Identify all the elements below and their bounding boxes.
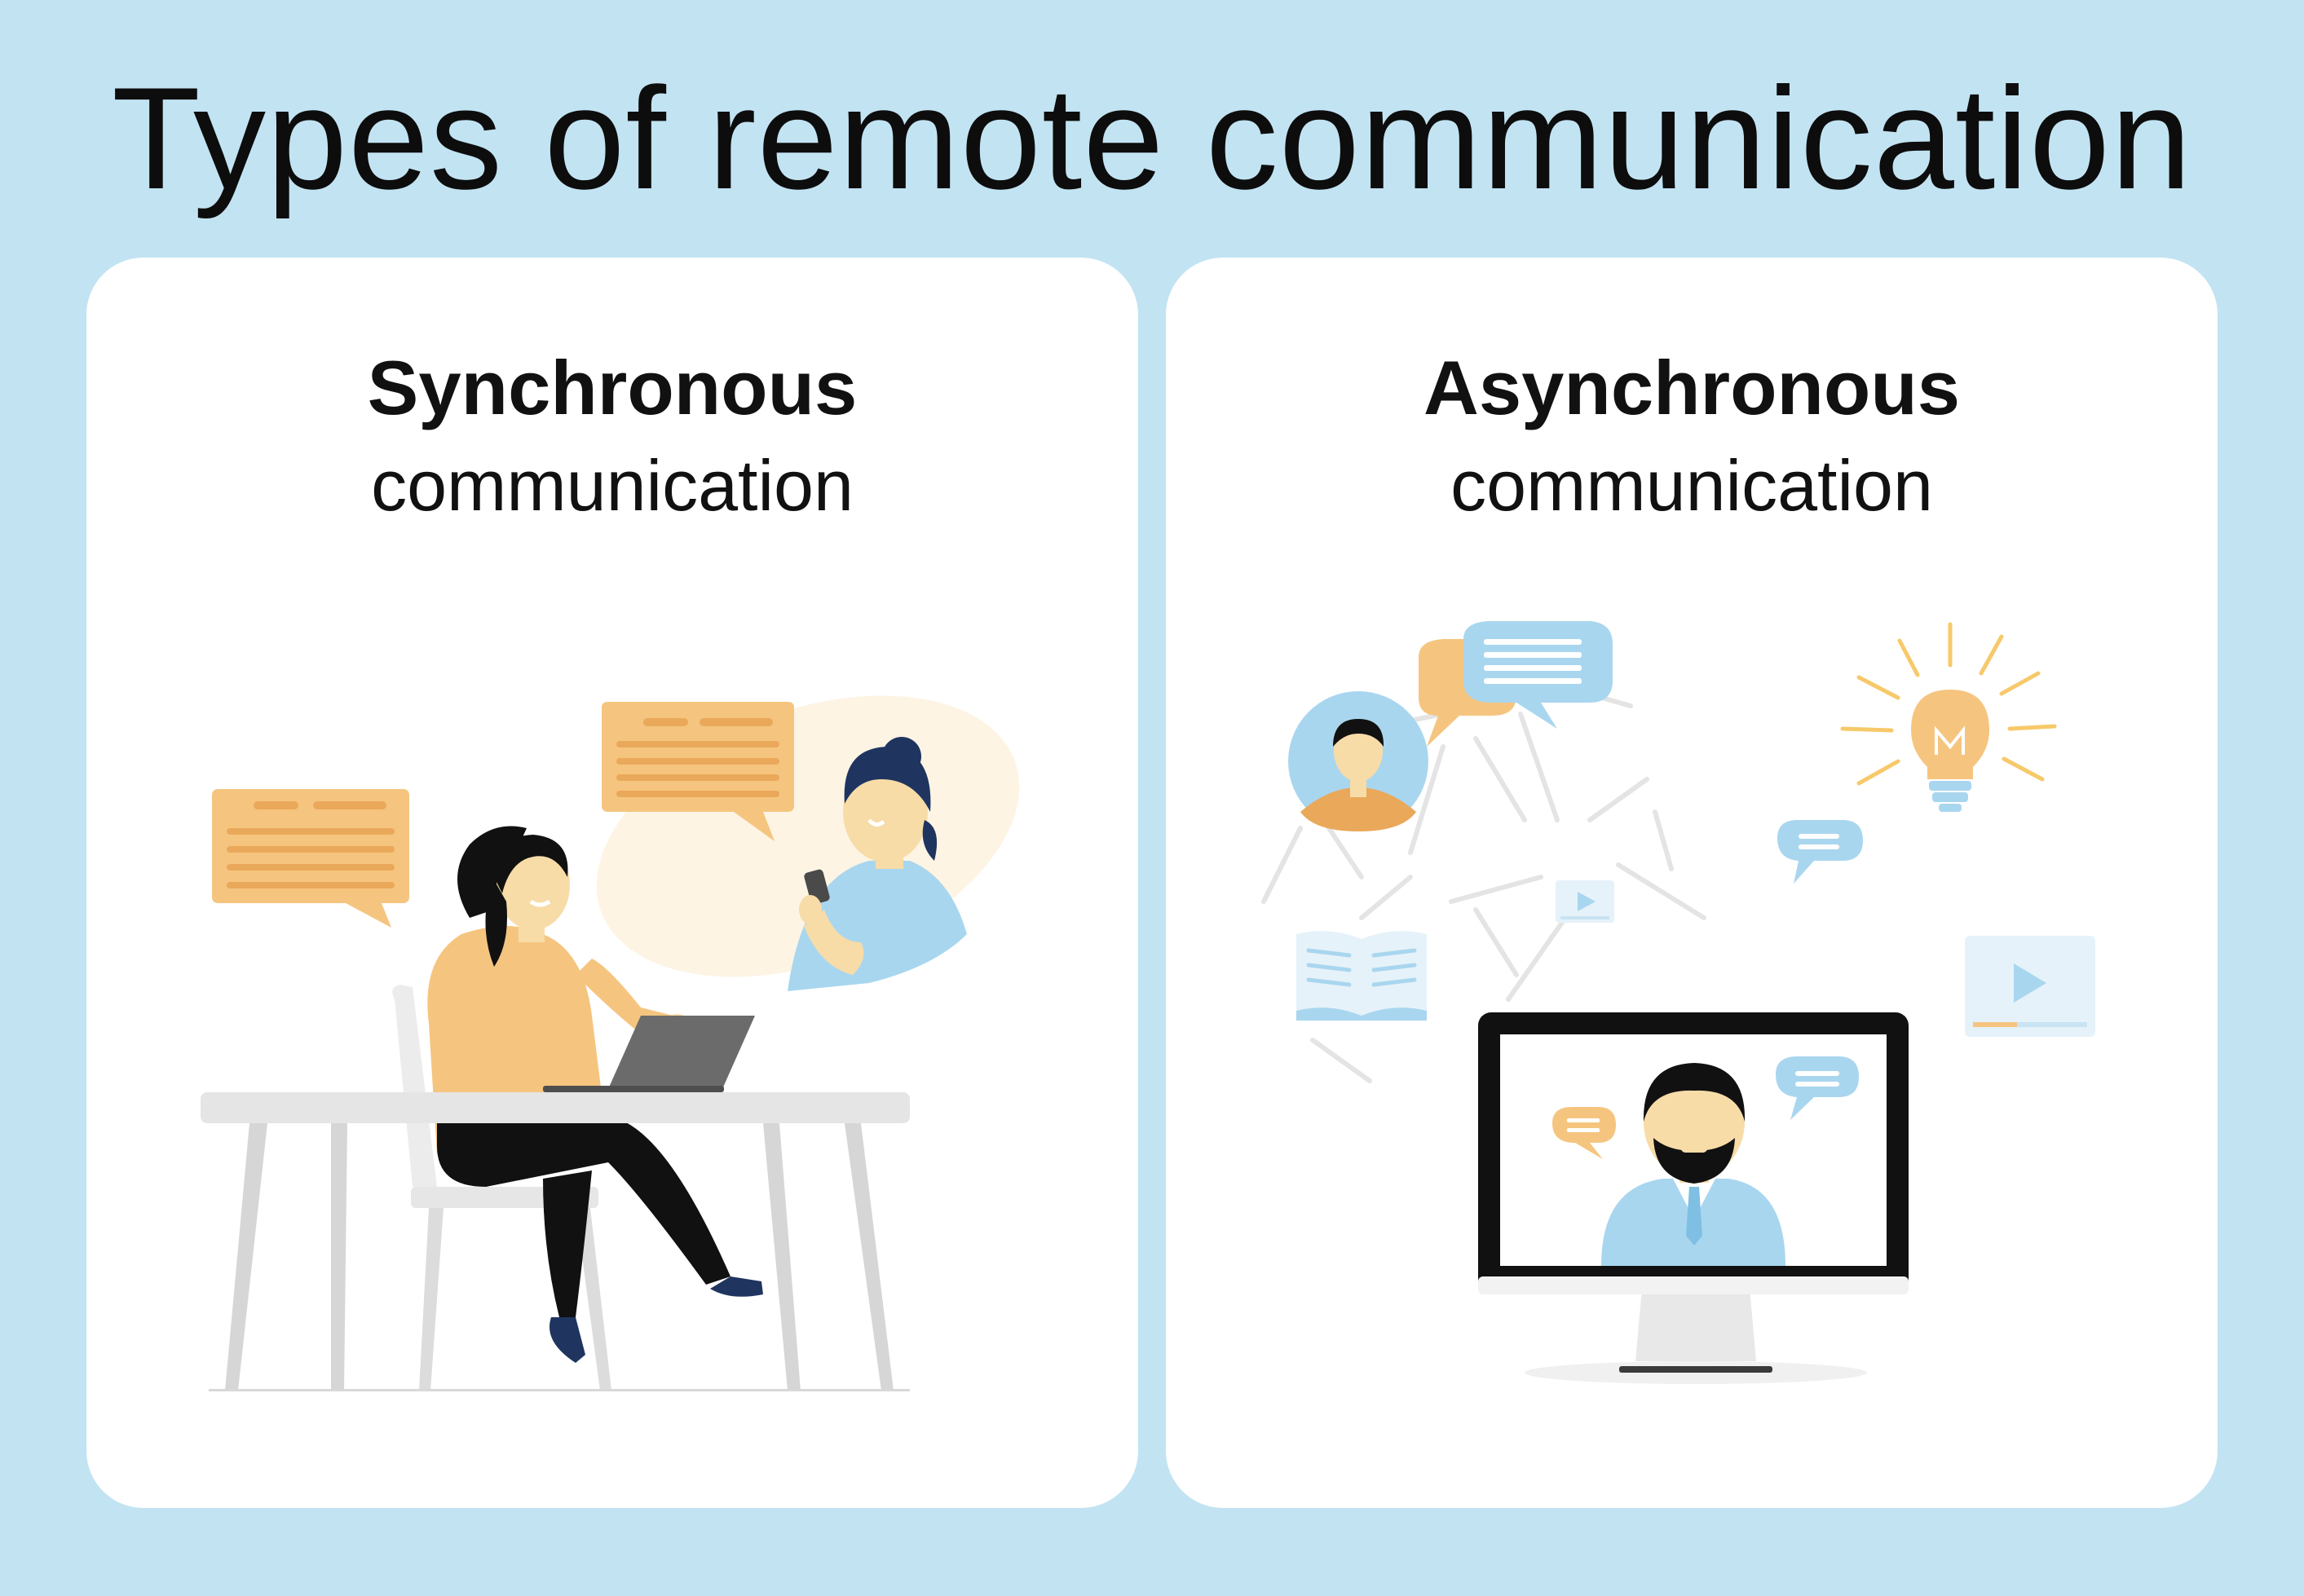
woman-video-call-illustration [201,695,1020,1391]
synchronous-heading: Synchronous [367,345,858,430]
synchronous-card: Synchronous communication [86,258,1138,1508]
book-icon [1296,931,1427,1021]
network-lines [1261,687,1886,1124]
user-avatar-icon [1288,691,1428,831]
small-video-icon [1556,880,1614,923]
asynchronous-heading: Asynchronous [1423,345,1961,430]
synchronous-subheading: communication [371,445,854,526]
chat-bubble-middle-icon [1777,820,1863,884]
video-player-icon [1965,936,2095,1037]
screen-chat-bubble-orange-icon [1552,1107,1616,1159]
laptop-icon [543,1016,755,1092]
asynchronous-card: Asynchronous communication [1166,258,2218,1508]
video-caller-avatar-icon [1601,1063,1785,1266]
woman-speech-bubble-icon [212,789,409,928]
lightbulb-icon [1840,622,2057,812]
caller-avatar-icon [788,737,967,991]
async-network-illustration [1261,621,2095,1384]
chat-bubbles-top-icon [1419,621,1613,747]
screen-chat-bubble-blue-icon [1776,1056,1859,1120]
asynchronous-subheading: communication [1450,445,1933,526]
desk-icon [201,1092,910,1391]
caller-speech-bubble-icon [602,702,794,841]
monitor-icon [1478,1012,1909,1384]
page-title: Types of remote communication [112,57,2192,219]
